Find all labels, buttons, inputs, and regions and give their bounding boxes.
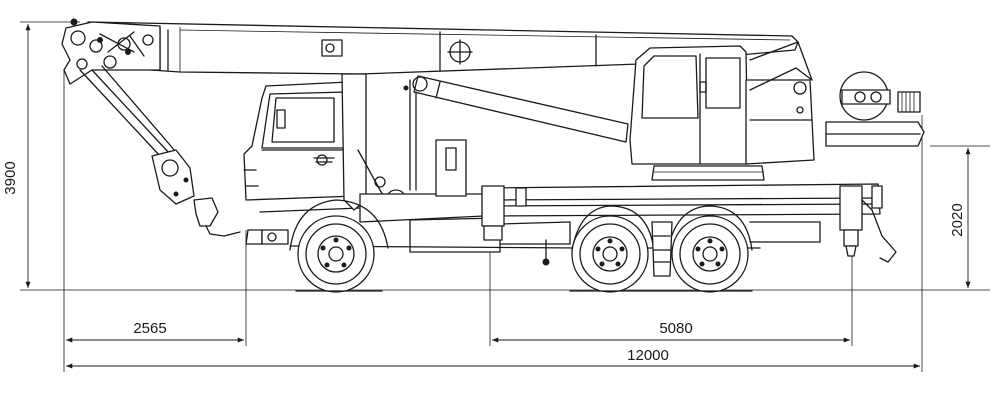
dim-front-overhang: 2565: [133, 320, 166, 337]
dim-chassis-height: 2020: [949, 203, 966, 236]
dim-total-length: 12000: [627, 347, 669, 364]
rear-wheel-2: [667, 205, 753, 293]
bogie-suspension: [542, 221, 673, 277]
hook-block: [79, 65, 241, 237]
boom-lift-cylinder: [403, 75, 629, 191]
rear-outrigger: [839, 185, 897, 263]
front-outrigger: [481, 185, 527, 241]
crane-operator-cab: [629, 45, 749, 165]
telescopic-boom: [61, 18, 799, 85]
dim-total-height: 3900: [2, 161, 19, 194]
rear-wheel-1: [571, 205, 655, 293]
front-wheel: [289, 199, 389, 293]
dim-wheelbase: 5080: [659, 320, 692, 337]
slewing-platform: [651, 41, 925, 181]
